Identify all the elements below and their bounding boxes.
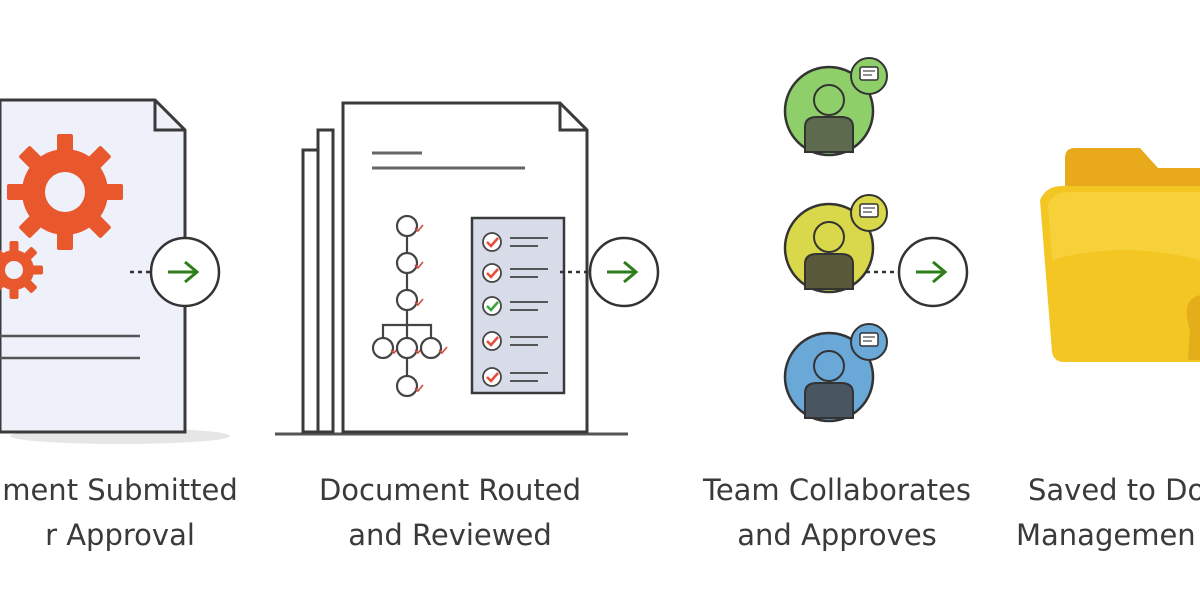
gear-small-icon [0,241,43,299]
gear-icon [7,134,123,250]
step-4-line-1: Saved to Do [1028,473,1200,507]
connector-arrow-icon [866,236,969,308]
step-1-caption: ment Submitted r Approval [0,468,290,558]
step-1-line-1: ment Submitted [2,473,238,507]
folder-icon [1040,148,1200,362]
connector-arrow-icon [560,236,660,308]
step-4-caption: Saved to Do Managemen [990,468,1200,558]
gear-document-icon [0,98,230,444]
step-2-line-2: and Reviewed [348,518,552,552]
step-3-line-1: Team Collaborates [703,473,971,507]
step-4-line-2: Managemen [1016,518,1196,552]
workflow-document-icon [275,101,628,436]
flowchart-icon [371,214,448,398]
step-2-caption: Document Routed and Reviewed [280,468,620,558]
step-3-line-2: and Approves [737,518,937,552]
avatar-icon [783,323,888,423]
team-avatars-icon [783,57,888,423]
step-3-caption: Team Collaborates and Approves [667,468,1007,558]
connector-arrow-icon [130,236,221,308]
step-2-line-1: Document Routed [318,473,582,507]
checklist-icon [482,232,548,387]
avatar-icon [783,194,888,294]
avatar-icon [783,57,888,157]
step-1-line-2: r Approval [45,518,195,552]
